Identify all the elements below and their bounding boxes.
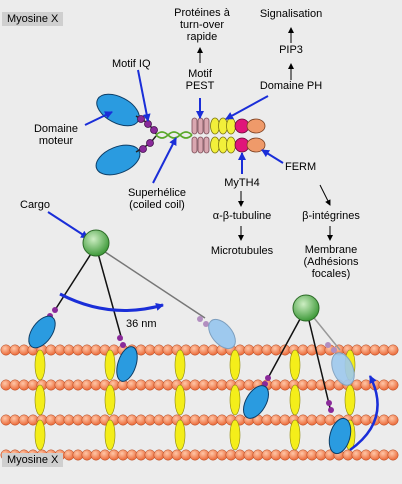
tropomyosin-rod xyxy=(34,349,46,381)
label-cargo: Cargo xyxy=(20,199,50,211)
label-myth4: MyTH4 xyxy=(224,177,260,189)
coiled-coil xyxy=(155,131,193,139)
tropomyosin-rods xyxy=(34,349,356,451)
flow-arrows xyxy=(197,27,333,241)
label-superhelice: Superhélice(coiled coil) xyxy=(127,187,187,211)
tropomyosin-rod xyxy=(104,419,116,451)
tropomyosin-rod xyxy=(34,384,46,416)
tropomyosin-rod xyxy=(174,419,186,451)
label-motif-iq: Motif IQ xyxy=(112,58,151,70)
label-step-size: 36 nm xyxy=(126,318,157,330)
tropomyosin-rod xyxy=(229,384,241,416)
ferm-domain xyxy=(246,118,266,153)
tropomyosin-rod xyxy=(289,349,301,381)
tropomyosin-rod xyxy=(174,384,186,416)
tropomyosin-rod xyxy=(104,349,116,381)
tropomyosin-rod xyxy=(174,349,186,381)
motor-head-upper xyxy=(96,93,140,127)
tropomyosin-rod xyxy=(229,349,241,381)
tropomyosin-rod xyxy=(289,419,301,451)
walking-myosin-left xyxy=(28,229,236,382)
pest-motif xyxy=(191,117,210,154)
label-arrows xyxy=(47,69,284,239)
walking-myosin-right xyxy=(243,294,355,455)
cargo-left xyxy=(82,229,110,257)
label-beta-integrines: β-intégrines xyxy=(302,210,360,222)
tropomyosin-rod xyxy=(34,419,46,451)
label-ferm: FERM xyxy=(285,161,317,173)
label-domaine-ph: Domaine PH xyxy=(259,80,323,92)
myosin-x-molecule xyxy=(95,93,266,176)
actin-bead xyxy=(387,449,399,461)
title-tag-bottom: Myosine X xyxy=(2,453,64,467)
step-arrow xyxy=(59,292,164,312)
label-alpha-beta-tubuline: α-β-tubuline xyxy=(212,210,272,222)
tropomyosin-rod xyxy=(104,384,116,416)
label-signalisation: Signalisation xyxy=(259,8,323,20)
tropomyosin-rod xyxy=(344,384,356,416)
return-arrow xyxy=(349,375,379,452)
tropomyosin-rod xyxy=(289,384,301,416)
label-pip3: PIP3 xyxy=(279,44,303,56)
title-tag-top: Myosine X xyxy=(2,12,64,26)
actin-bead xyxy=(387,379,399,391)
tropomyosin-rod xyxy=(229,419,241,451)
cargo-right xyxy=(292,294,320,322)
actin-bead xyxy=(387,414,399,426)
label-microtubules: Microtubules xyxy=(210,245,274,257)
actin-bead xyxy=(387,344,399,356)
motor-head-lower xyxy=(95,144,141,176)
ph-domains xyxy=(210,117,236,154)
